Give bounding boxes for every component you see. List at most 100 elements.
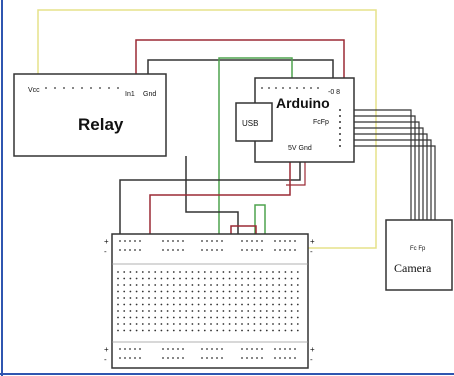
breadboard-hole <box>296 297 299 299</box>
breadboard-hole <box>206 249 208 251</box>
breadboard-hole <box>160 271 163 273</box>
breadboard-hole <box>197 277 200 280</box>
camera-title: Camera <box>394 261 432 275</box>
breadboard-hole <box>272 310 274 312</box>
breadboard-hole <box>134 357 136 359</box>
breadboard-hole <box>135 290 138 293</box>
relay-module: Vcc In1 Gnd Relay <box>13 73 167 157</box>
breadboard-hole <box>160 323 163 325</box>
breadboard-hole <box>167 240 169 242</box>
breadboard-hole <box>279 357 281 359</box>
breadboard-hole <box>259 303 262 306</box>
breadboard-hole <box>197 284 200 286</box>
breadboard-hole <box>135 329 138 332</box>
breadboard-hole <box>296 303 299 306</box>
arduino-title: Arduino <box>276 95 330 111</box>
arduino-pin-dot <box>303 87 305 89</box>
camera-module: Fc Fp Camera <box>385 219 453 291</box>
breadboard-hole <box>197 303 200 306</box>
breadboard-hole <box>284 323 287 325</box>
arduino-board: USB Arduino -0 8 FcFp 5V Gnd <box>235 77 355 163</box>
breadboard-hole <box>241 323 243 325</box>
breadboard-hole <box>154 271 157 273</box>
breadboard-hole <box>139 240 141 242</box>
breadboard-hole <box>210 297 212 299</box>
breadboard-hole <box>284 240 286 242</box>
breadboard-hole <box>135 277 138 280</box>
breadboard-hole <box>265 284 268 286</box>
breadboard-hole <box>216 329 219 332</box>
breadboard-hole <box>253 329 256 332</box>
breadboard-hole <box>129 297 132 299</box>
breadboard-hole <box>167 357 169 359</box>
camera-data-bus <box>343 109 436 234</box>
breadboard-hole <box>246 240 248 242</box>
arduino-pin-power: 5V Gnd <box>288 145 312 152</box>
breadboard-hole <box>148 290 150 293</box>
breadboard-hole <box>185 329 188 332</box>
breadboard-hole <box>228 297 231 299</box>
breadboard-hole <box>117 277 119 280</box>
breadboard-hole <box>284 316 287 319</box>
breadboard-hole <box>234 297 237 299</box>
breadboard-hole <box>211 240 213 242</box>
breadboard-hole <box>191 316 194 319</box>
breadboard-hole <box>197 290 200 293</box>
breadboard-hole <box>148 297 150 299</box>
rail-marker-minus-right-top: - <box>310 247 313 256</box>
breadboard-hole <box>296 323 299 325</box>
arduino-pin-digital: -0 8 <box>328 89 340 96</box>
breadboard-hole <box>284 284 287 286</box>
arduino-pin-dot <box>339 115 341 117</box>
breadboard-hole <box>256 357 258 359</box>
breadboard-hole <box>179 284 181 286</box>
breadboard-hole <box>253 323 256 325</box>
breadboard-hole <box>135 271 138 273</box>
breadboard-hole <box>197 329 200 332</box>
breadboard-hole <box>290 310 293 312</box>
breadboard-hole <box>185 316 188 319</box>
breadboard-hole <box>278 297 281 299</box>
breadboard-hole <box>172 271 175 273</box>
breadboard-hole <box>261 348 263 350</box>
relay-pin-dot <box>99 87 101 89</box>
breadboard-hole <box>154 323 157 325</box>
breadboard-hole <box>216 357 218 359</box>
wire-yellow-vcc <box>37 9 377 249</box>
breadboard-hole <box>141 284 144 286</box>
breadboard-hole <box>251 249 253 251</box>
arduino-pin-dot <box>339 145 341 147</box>
breadboard-hole <box>210 303 212 306</box>
breadboard-hole <box>222 271 225 273</box>
breadboard-hole <box>166 297 169 299</box>
breadboard-hole <box>162 240 164 242</box>
breadboard-hole <box>222 277 225 280</box>
breadboard-hole <box>172 297 175 299</box>
breadboard-hole <box>278 290 281 293</box>
breadboard-hole <box>203 323 206 325</box>
rail-marker-plus-left-top: + <box>104 237 109 246</box>
breadboard-hole <box>247 310 250 312</box>
breadboard-hole <box>172 323 175 325</box>
breadboard-hole <box>278 284 281 286</box>
breadboard-hole <box>278 303 281 306</box>
breadboard-hole <box>241 284 243 286</box>
arduino-pin-fcfp: FcFp <box>313 119 329 126</box>
breadboard-hole <box>284 329 287 332</box>
breadboard-hole <box>259 284 262 286</box>
breadboard-hole <box>123 277 126 280</box>
breadboard-hole <box>234 271 237 273</box>
breadboard-hole <box>284 310 287 312</box>
breadboard-hole <box>139 348 141 350</box>
breadboard-hole <box>179 271 181 273</box>
breadboard-hole <box>197 316 200 319</box>
breadboard-hole <box>197 323 200 325</box>
breadboard-hole <box>241 357 243 359</box>
breadboard-hole <box>134 348 136 350</box>
breadboard-hole <box>134 240 136 242</box>
relay-pin-dot <box>90 87 92 89</box>
usb-port <box>235 102 273 142</box>
rail-marker-minus-left-top: - <box>104 247 107 256</box>
breadboard-hole <box>182 348 184 350</box>
breadboard-hole <box>259 290 262 293</box>
